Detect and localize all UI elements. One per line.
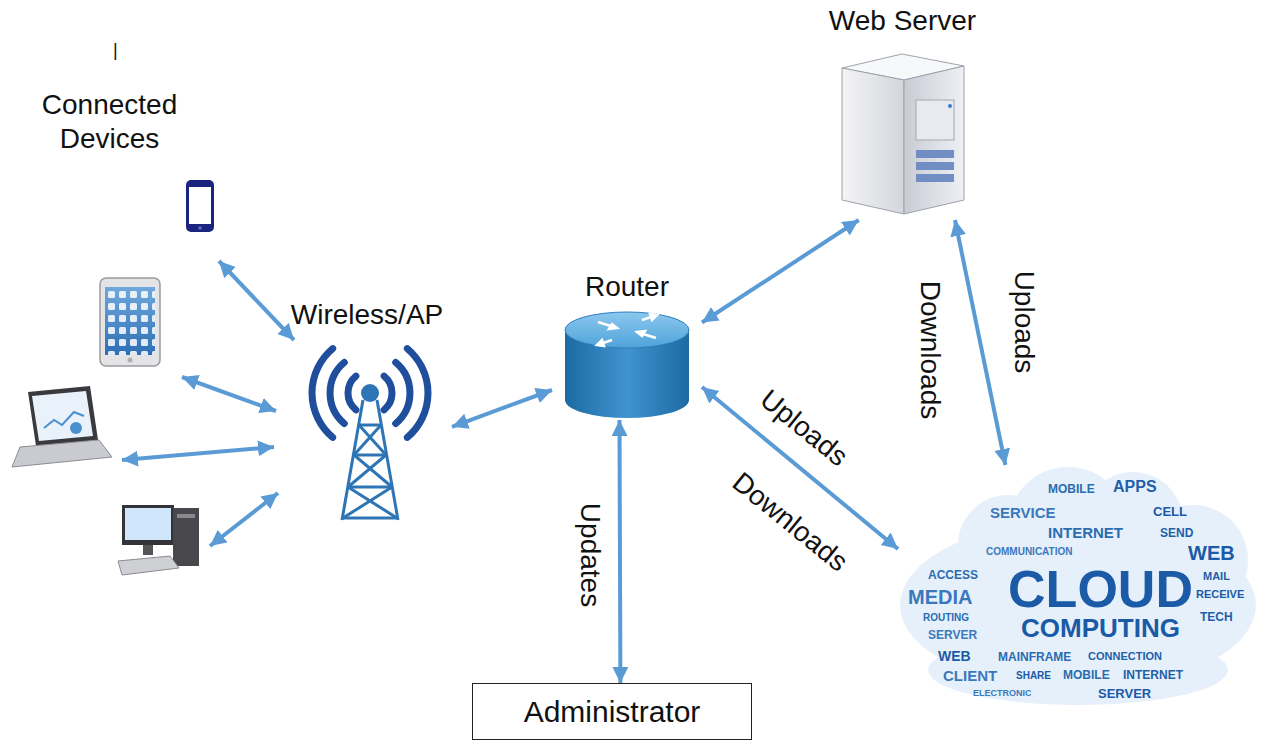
cloud-word: ELECTRONIC [973, 689, 1032, 698]
cloud-word: MAINFRAME [998, 651, 1071, 663]
cloud-word: RECEIVE [1196, 589, 1244, 600]
node-label: Administrator [524, 694, 701, 730]
cloud-word: SERVER [1098, 687, 1151, 700]
phone-icon [186, 180, 214, 232]
flow-label: Downloads [726, 465, 855, 578]
cloud-word: ROUTING [923, 613, 969, 623]
cloud-shape [900, 467, 1256, 705]
connector-label: Uploads [1007, 271, 1041, 374]
group-heading: Connected Devices [22, 88, 197, 155]
desktop-icon [118, 505, 199, 575]
device-link [122, 261, 294, 546]
cloud-word: APPS [1113, 479, 1157, 495]
cloud-word: INTERNET [1048, 525, 1123, 540]
cloud-word: SERVER [928, 629, 977, 641]
connector-arrow [452, 390, 552, 427]
node-label: Router [552, 270, 702, 304]
connector-arrow [955, 220, 1005, 465]
cloud-title: CLOUD COMPUTING [998, 563, 1203, 641]
cloud-word: COMMUNICATION [986, 547, 1072, 557]
cloud-word: SEND [1160, 527, 1193, 539]
cloud-node: CLOUD COMPUTING MOBILE APPS SERVICE CELL INTE… [898, 465, 1256, 705]
connector-label: Updates [573, 503, 607, 607]
access-point-node: Wireless/AP [282, 298, 452, 524]
administrator-box: Administrator [472, 683, 752, 740]
cloud-word: MOBILE [1063, 669, 1110, 681]
cloud-word: MOBILE [1048, 483, 1095, 495]
cloud-word: SERVICE [990, 505, 1056, 520]
cloud-word: CELL [1153, 505, 1187, 518]
tower-icon [312, 349, 428, 520]
stray-mark: | [113, 40, 118, 62]
cloud-word: MAIL [1203, 571, 1230, 582]
server-node: Web Server [815, 4, 990, 220]
flow-label: Downloads [913, 281, 947, 420]
cloud-word: TECH [1200, 611, 1233, 623]
cloud-word: MEDIA [908, 587, 972, 607]
server-icon [842, 54, 964, 214]
router-icon [565, 312, 689, 418]
laptop-icon [12, 386, 112, 467]
cloud-word: INTERNET [1123, 669, 1183, 681]
cloud-word: ACCESS [928, 569, 978, 581]
cloud-word: WEB [938, 649, 971, 663]
connector-arrow [702, 220, 859, 323]
cloud-word: CONNECTION [1088, 651, 1162, 662]
node-label: Wireless/AP [282, 298, 452, 332]
cloud-word: SHARE [1016, 671, 1051, 681]
router-node: Router [552, 270, 702, 420]
tablet-icon [100, 278, 160, 366]
cloud-word: WEB [1188, 543, 1235, 563]
connector-arrow [618, 420, 623, 683]
cloud-word: CLIENT [943, 668, 997, 683]
node-label: Web Server [815, 4, 990, 38]
connector-label: Uploads [754, 383, 855, 474]
